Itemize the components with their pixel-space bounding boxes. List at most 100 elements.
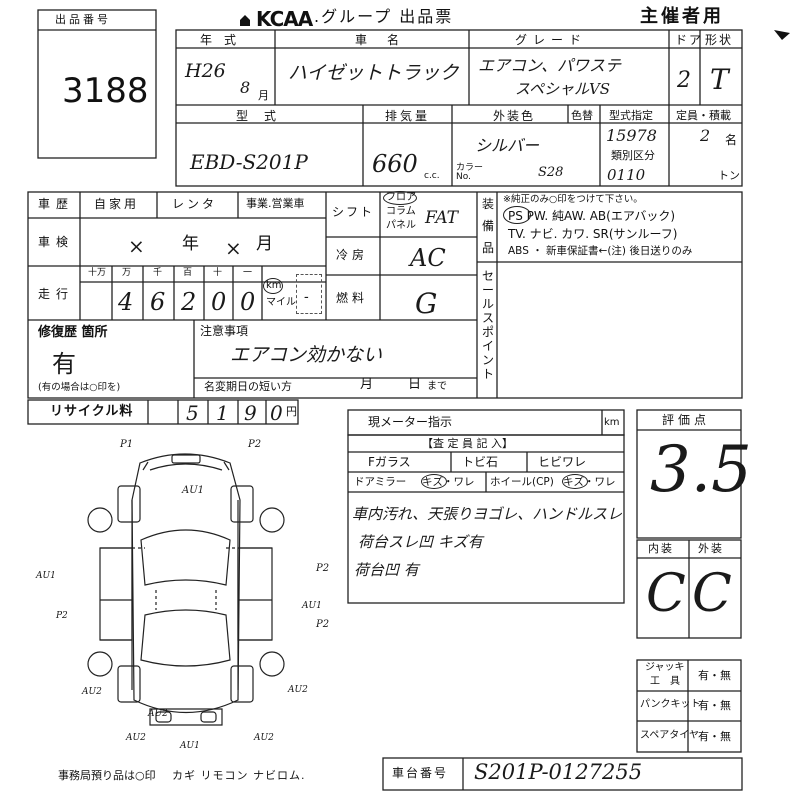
- organizer-label: 主催者用: [640, 6, 724, 27]
- door-mirror-label: ドアミラー: [354, 476, 407, 488]
- class-value: 0110: [607, 166, 646, 184]
- windshield: [140, 529, 231, 586]
- mark-right-side: AU1: [302, 601, 322, 611]
- sales-point-5: ポ: [482, 325, 495, 339]
- meter-unit: km: [604, 417, 620, 428]
- model-label: 型式: [236, 109, 293, 123]
- inspection-year-unit: 年: [182, 234, 199, 254]
- shift-panel: パネル: [386, 220, 416, 231]
- equipment-line1: PS PW. 純AW. AB(エアバック): [508, 209, 676, 223]
- capacity-persons: 2: [700, 126, 711, 145]
- ps-circle: [503, 206, 531, 224]
- digit-label-1k: 千: [153, 268, 163, 278]
- kcaa-logo-icon: [238, 14, 252, 28]
- inspector-title: 【査 定 員 記 入】: [422, 437, 513, 450]
- cooling-label: 冷房: [336, 248, 369, 262]
- inspection-year-mark: ×: [128, 234, 145, 258]
- name-label: 車名: [355, 33, 420, 47]
- chips-label: トビ石: [462, 455, 499, 469]
- digit-label-100: 百: [183, 268, 193, 278]
- cooling-value: AC: [410, 244, 446, 272]
- repair-note: (有の場合は○印を): [38, 382, 121, 393]
- cracks-label: ヒビワレ: [538, 455, 587, 469]
- wheel-circle: [562, 474, 588, 489]
- displacement-label: 排気量: [385, 109, 431, 123]
- month-unit: 月: [258, 89, 269, 102]
- f-glass-label: Fガラス: [368, 455, 411, 469]
- mark-front-left: P1: [120, 439, 134, 450]
- vehicle-name: ハイゼットトラック: [288, 62, 459, 84]
- repair-label: 修復歴 箇所: [38, 325, 108, 340]
- deadline-until: まで: [427, 381, 447, 392]
- jack-options: 有・無: [698, 669, 731, 682]
- mark-bumper-right: AU2: [254, 733, 274, 743]
- displacement-value: 660: [372, 150, 418, 178]
- mark-left-mid: P2: [56, 611, 68, 621]
- mileage-digit-1: 0: [240, 288, 256, 316]
- office-note: 事務局預り品は○印: [58, 769, 156, 782]
- mileage-unit-dash: -: [304, 289, 309, 305]
- mark-bumper-left: AU2: [126, 733, 146, 743]
- private-label: 自家用: [94, 197, 140, 211]
- mirror-status: キズ・ワレ: [422, 476, 475, 488]
- mirror-circle: [421, 474, 447, 489]
- mark-front-right: P2: [248, 439, 262, 450]
- chassis-label: 車台番号: [392, 766, 449, 780]
- recycle-digit-5: 0: [270, 401, 283, 425]
- history-label: 車歴: [38, 197, 75, 211]
- sales-point-6: イ: [482, 339, 495, 353]
- exterior-label: 外装: [698, 542, 724, 555]
- model-value: EBD-S201P: [190, 150, 308, 174]
- recycle-yen: 円: [286, 405, 297, 418]
- type-designation-value: 15978: [606, 126, 657, 145]
- inspection-month-unit: 月: [256, 234, 273, 254]
- spare-tire-options: 有・無: [698, 730, 731, 743]
- year-label: 年式: [200, 33, 249, 47]
- fuel-value: G: [415, 287, 438, 320]
- year-value: H26: [185, 60, 226, 82]
- mileage-unit-box: [296, 274, 322, 314]
- mileage-digit-100: 2: [181, 288, 197, 316]
- notes-value: エアコン効かない: [230, 344, 383, 366]
- mileage-digit-10: 0: [211, 288, 227, 316]
- lot-box-label: 出品番号: [55, 13, 111, 26]
- interior-label: 内装: [648, 542, 674, 555]
- mark-left-side: AU1: [36, 571, 56, 581]
- mark-bumper-mid: AU1: [180, 741, 200, 751]
- equipment-label-3: 品: [482, 241, 495, 255]
- wheel-status: キズ・ワレ: [563, 476, 616, 488]
- wheel-label: ホイール(CP): [490, 476, 554, 488]
- inspection-label: 車検: [38, 235, 75, 249]
- shape-value: T: [710, 63, 729, 96]
- puncture-kit-label: パンクキット: [640, 699, 701, 710]
- sales-point-4: ス: [482, 311, 495, 325]
- mark-tailgate: AU2: [148, 709, 168, 719]
- exterior-color-value: シルバー: [475, 136, 540, 155]
- mileage-label: 走行: [38, 287, 75, 301]
- color-change-label: 色替: [571, 109, 593, 122]
- brand-logo: KCAA: [256, 7, 313, 31]
- recycle-digit-4: 9: [244, 401, 257, 425]
- grade-label: グレード: [515, 33, 588, 47]
- mileage-digit-10k: 4: [118, 288, 134, 316]
- interior-grade: C: [646, 564, 686, 624]
- form-title: .グループ 出品票: [314, 7, 454, 26]
- shift-label: シフト: [332, 205, 375, 219]
- sales-point-2: ー: [482, 283, 495, 297]
- capacity-persons-unit: 名: [725, 133, 738, 147]
- shift-value: FAT: [425, 208, 459, 228]
- jack-label: ジャッキ: [645, 662, 685, 673]
- comment-line1: 車内汚れ、天張りヨゴレ、ハンドルスレ: [352, 505, 623, 523]
- notes-label: 注意事項: [200, 324, 249, 338]
- fuel-label: 燃料: [336, 291, 369, 305]
- doors-label: ドア: [675, 33, 704, 47]
- office-items: カギ リモコン ナビロム.: [172, 769, 306, 782]
- mark-right-top: P2: [316, 563, 330, 574]
- equipment-label-2: 備: [482, 219, 495, 233]
- rental-label: レンタ: [172, 197, 218, 211]
- lot-box-border: [37, 9, 157, 159]
- digit-label-1: 一: [243, 268, 253, 278]
- shift-column: コラム: [386, 206, 416, 217]
- equipment-note: ※純正のみ○印をつけて下さい。: [503, 194, 643, 205]
